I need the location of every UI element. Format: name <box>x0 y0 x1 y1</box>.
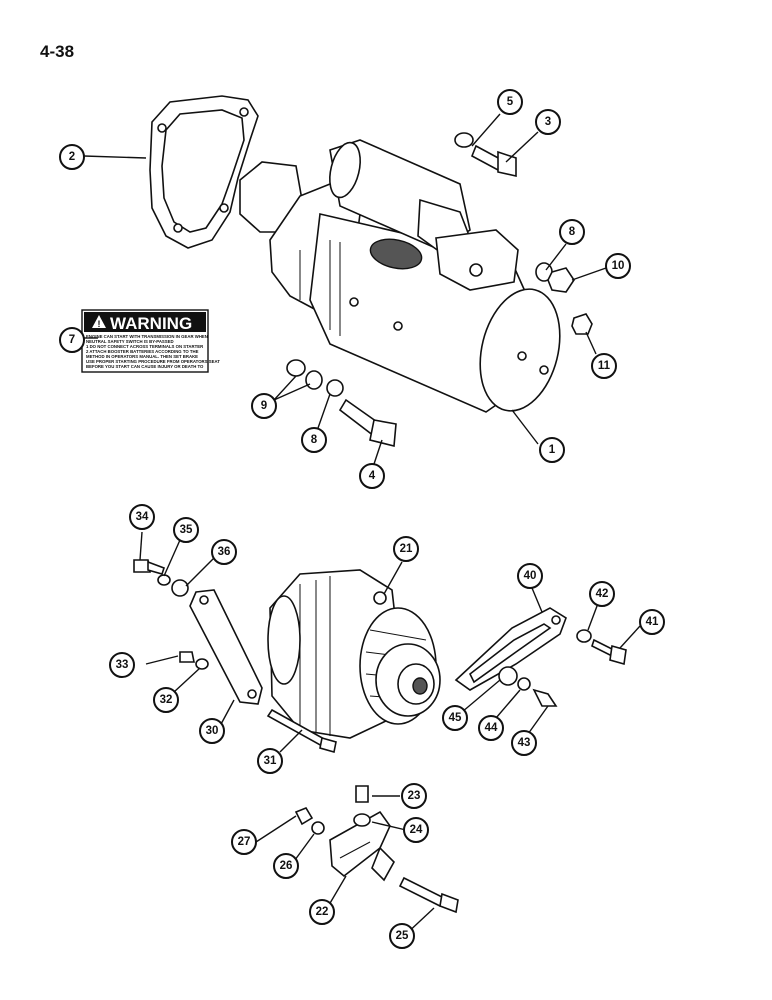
svg-text:45: 45 <box>449 712 462 724</box>
warning-title: WARNING <box>110 314 192 333</box>
svg-text:23: 23 <box>408 790 421 802</box>
svg-text:31: 31 <box>264 755 277 767</box>
callout-33: 33 <box>109 652 135 678</box>
callout-44: 44 <box>478 715 504 741</box>
callout-43: 43 <box>511 730 537 756</box>
callout-25: 25 <box>389 923 415 949</box>
svg-text:30: 30 <box>206 725 219 737</box>
svg-text:4: 4 <box>369 470 376 482</box>
adjusting-strap-30 <box>189 589 263 705</box>
svg-text:21: 21 <box>400 543 413 555</box>
callout-11: 11 <box>591 353 617 379</box>
mounting-bracket-40 <box>454 607 567 691</box>
callout-30: 30 <box>199 718 225 744</box>
svg-text:35: 35 <box>180 524 193 536</box>
callout-8b: 8 <box>301 427 327 453</box>
svg-text:40: 40 <box>524 570 537 582</box>
svg-text:26: 26 <box>280 860 293 872</box>
svg-text:5: 5 <box>507 96 514 108</box>
svg-text:43: 43 <box>518 737 531 749</box>
svg-text:10: 10 <box>612 260 625 272</box>
svg-text:9: 9 <box>261 400 267 412</box>
svg-text:1: 1 <box>549 444 556 456</box>
svg-text:8: 8 <box>569 226 576 238</box>
warning-line: 1 DO NOT CONNECT ACROSS TERMINALS ON STA… <box>86 344 204 349</box>
callout-36: 36 <box>211 539 237 565</box>
callout-10: 10 <box>605 253 631 279</box>
alternator-hardware <box>133 559 627 754</box>
svg-text:7: 7 <box>69 334 75 346</box>
svg-text:11: 11 <box>598 360 611 372</box>
callout-45: 45 <box>442 705 468 731</box>
warning-line: NEUTRAL SAFETY SWITCH IS BY-PASSED <box>86 339 174 344</box>
svg-text:27: 27 <box>238 836 251 848</box>
callout-35: 35 <box>173 517 199 543</box>
lower-bracket-22 <box>329 810 395 882</box>
warning-line: ENGINE CAN START WITH TRANSMISSION IN GE… <box>86 334 208 339</box>
callout-3: 3 <box>535 109 561 135</box>
starter-washer-5 <box>454 132 474 148</box>
warning-line: BEFORE YOU START CAN CAUSE INJURY OR DEA… <box>86 364 204 369</box>
callout-23: 23 <box>401 783 427 809</box>
warning-line: 2 ATTACH BOOSTER BATTERIES ACCORDING TO … <box>86 349 199 354</box>
lower-hardware <box>294 785 459 914</box>
svg-text:24: 24 <box>410 824 423 836</box>
svg-text:32: 32 <box>160 694 173 706</box>
callout-21: 21 <box>393 536 419 562</box>
callout-24: 24 <box>403 817 429 843</box>
callout-9: 9 <box>251 393 277 419</box>
callout-2: 2 <box>59 144 85 170</box>
warning-line: USE PROPER STARTING PROCEDURE FROM OPERA… <box>86 359 220 364</box>
svg-text:33: 33 <box>116 659 129 671</box>
callout-7: 7 <box>59 327 85 353</box>
warning-line: METHOD IN OPERATORS MANUAL. THEN SET BRA… <box>86 354 198 359</box>
callout-34: 34 <box>129 504 155 530</box>
svg-text:42: 42 <box>596 588 609 600</box>
svg-text:36: 36 <box>218 546 231 558</box>
callout-41: 41 <box>639 609 665 635</box>
callout-31: 31 <box>257 748 283 774</box>
alternator <box>267 569 441 739</box>
starter-bolt-3 <box>470 144 517 177</box>
callout-4: 4 <box>359 463 385 489</box>
svg-text:2: 2 <box>69 151 75 163</box>
callout-40: 40 <box>517 563 543 589</box>
svg-text:22: 22 <box>316 906 329 918</box>
svg-text:44: 44 <box>485 722 498 734</box>
callout-5: 5 <box>497 89 523 115</box>
callout-1: 1 <box>539 437 565 463</box>
warning-decal: ! WARNING ENGINE CAN START WITH TRANSMIS… <box>81 309 220 373</box>
starter-gasket <box>149 95 259 249</box>
callout-27: 27 <box>231 829 257 855</box>
callout-26: 26 <box>273 853 299 879</box>
starter-motor <box>239 139 561 413</box>
starter-nut-10 <box>547 267 575 293</box>
page-number: 4-38 <box>40 42 75 61</box>
callout-32: 32 <box>153 687 179 713</box>
svg-text:!: ! <box>98 319 101 329</box>
callout-42: 42 <box>589 581 615 607</box>
starter-nut-11 <box>571 313 593 335</box>
svg-text:34: 34 <box>136 511 149 523</box>
svg-text:25: 25 <box>396 930 409 942</box>
svg-text:41: 41 <box>646 616 659 628</box>
callout-8a: 8 <box>559 219 585 245</box>
svg-text:3: 3 <box>545 116 551 128</box>
svg-text:8: 8 <box>311 434 318 446</box>
callout-22: 22 <box>309 899 335 925</box>
starter-mount-hardware <box>286 359 397 448</box>
